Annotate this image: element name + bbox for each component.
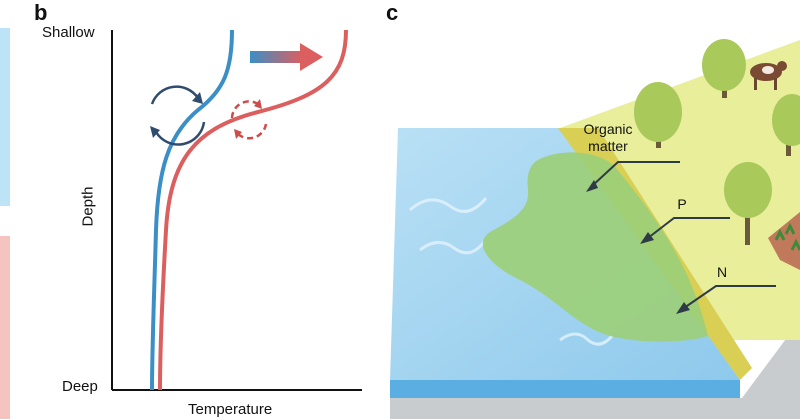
- phosphorus-label: P: [677, 196, 687, 212]
- nitrogen-arrow: [676, 285, 776, 314]
- trees: [634, 39, 800, 245]
- water-ripples: [408, 197, 614, 346]
- y-bottom-label: Deep: [62, 378, 98, 395]
- warm-temperature-profile: [158, 29, 348, 391]
- weak-mixing-arrows: [230, 99, 268, 140]
- cool-temperature-profile: [150, 29, 234, 391]
- nutrient-plume: [482, 152, 708, 342]
- panel-c-letter: c: [386, 0, 399, 25]
- organic-matter-label: Organic matter: [583, 121, 633, 154]
- phosphorus-arrow: [640, 217, 730, 244]
- left-pink-band: [0, 236, 10, 419]
- y-top-label: Shallow: [42, 24, 95, 41]
- warming-arrow: [250, 43, 323, 71]
- cow: [750, 61, 787, 90]
- x-axis-label: Temperature: [188, 401, 273, 418]
- crop-field: [768, 212, 800, 270]
- land-surface: [560, 40, 800, 340]
- organic-matter-arrow: [586, 161, 680, 192]
- ground-base: [390, 320, 800, 419]
- nitrogen-label: N: [716, 264, 728, 280]
- strong-mixing-arrows: [150, 85, 206, 146]
- panel-b-letter: b: [34, 0, 48, 25]
- left-blue-band: [0, 28, 10, 206]
- water-front-face: [390, 380, 740, 398]
